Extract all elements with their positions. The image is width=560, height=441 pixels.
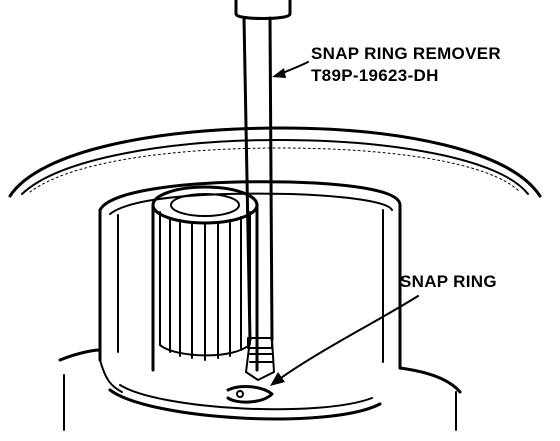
- snap-ring-leader: [270, 295, 419, 386]
- remover-leader: [272, 61, 309, 78]
- snap-ring-remover-tool: [234, 0, 292, 381]
- splined-shaft: [151, 185, 259, 372]
- housing-rim: [8, 126, 542, 198]
- snap-ring-label: SNAP RING: [400, 272, 497, 291]
- bore-housing: [58, 180, 462, 431]
- snap-ring: [226, 385, 274, 404]
- remover-label-line2: T89P-19623-DH: [311, 66, 439, 85]
- remover-label-line1: SNAP RING REMOVER: [311, 44, 501, 63]
